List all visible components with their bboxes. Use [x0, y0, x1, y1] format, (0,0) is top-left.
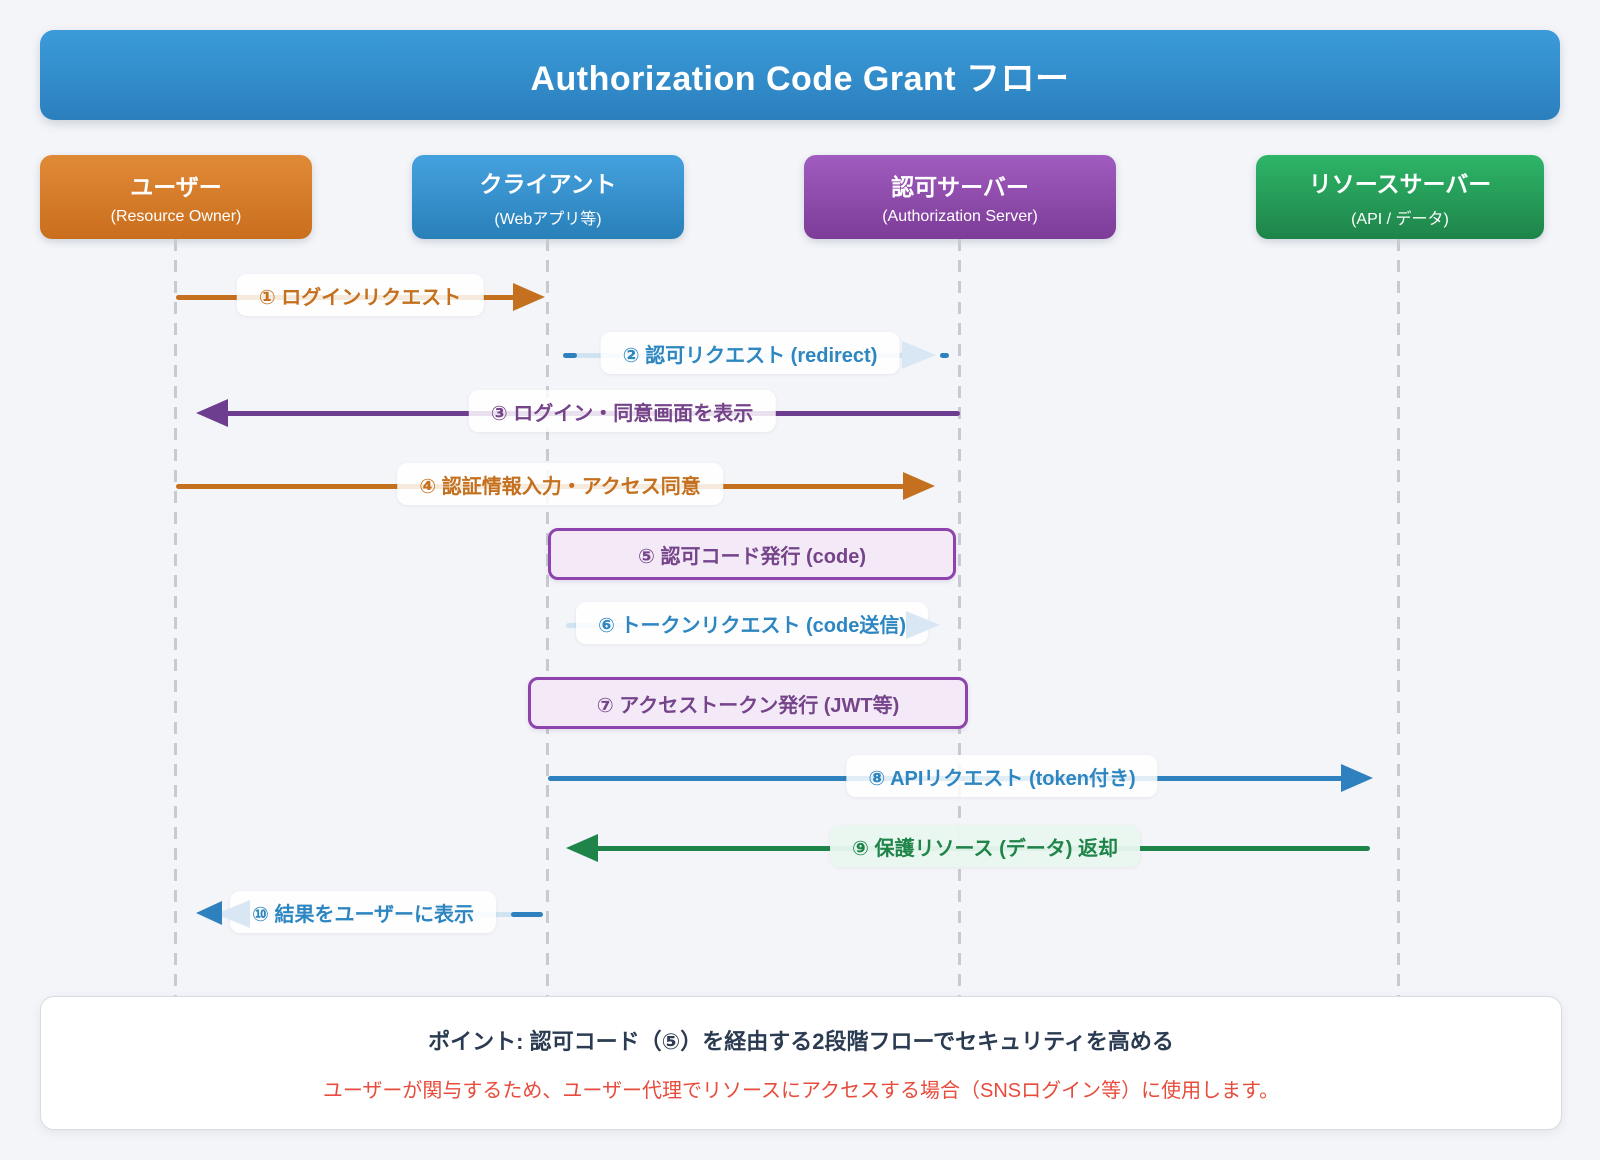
actor-client-name: クライアント	[479, 171, 617, 197]
diagram-title-bar: Authorization Code Grant フロー	[40, 30, 1560, 120]
lifeline-auth-server	[958, 239, 961, 996]
note-point-text: ポイント: 認可コード（⑤）を経由する2段階フローでセキュリティを高める	[428, 1028, 1174, 1054]
actor-resource-server-name: リソースサーバー	[1308, 171, 1492, 197]
message-4-arrowhead-icon	[903, 472, 935, 500]
message-9-label: ⑨ 保護リソース (データ) 返却	[830, 825, 1140, 867]
message-5-label: ⑤ 認可コード発行 (code)	[637, 545, 867, 568]
message-6-arrowhead-icon	[906, 611, 940, 639]
message-4-label: ④ 認証情報入力・アクセス同意	[397, 463, 723, 505]
message-1-arrowhead-icon	[513, 283, 545, 311]
actor-resource-server-subtitle: (API / データ)	[1351, 211, 1449, 228]
actor-auth-server-subtitle: (Authorization Server)	[882, 208, 1038, 225]
lifeline-resource-server	[1397, 239, 1400, 996]
message-3-label: ③ ログイン・同意画面を表示	[468, 390, 776, 432]
actor-client: クライアント (Webアプリ等)	[412, 155, 684, 239]
message-10-arrowhead-icon	[196, 901, 222, 925]
actor-auth-server: 認可サーバー (Authorization Server)	[804, 155, 1116, 239]
actor-user-subtitle: (Resource Owner)	[110, 208, 242, 225]
message-2-label: ② 認可リクエスト (redirect)	[600, 332, 900, 374]
message-8-arrowhead-icon	[1341, 764, 1373, 792]
message-3-arrowhead-icon	[196, 399, 228, 427]
message-2-end-dash	[940, 353, 949, 358]
actor-resource-server: リソースサーバー (API / データ)	[1256, 155, 1544, 239]
message-5-auth-code-box: ⑤ 認可コード発行 (code)	[548, 528, 956, 580]
actor-user: ユーザー (Resource Owner)	[40, 155, 312, 239]
message-9-arrowhead-icon	[566, 834, 598, 862]
message-7-access-token-box: ⑦ アクセストークン発行 (JWT等)	[528, 677, 968, 729]
actor-client-subtitle: (Webアプリ等)	[494, 211, 602, 228]
message-8-label: ⑧ APIリクエスト (token付き)	[846, 755, 1158, 797]
message-7-label: ⑦ アクセストークン発行 (JWT等)	[596, 694, 900, 717]
actor-auth-server-name: 認可サーバー	[891, 174, 1029, 200]
message-2-arrowhead-icon	[902, 341, 936, 369]
message-1-label: ① ログインリクエスト	[236, 274, 484, 316]
lifeline-client	[546, 239, 549, 996]
lifeline-user	[174, 239, 177, 996]
message-2-start-dash	[563, 353, 577, 358]
note-box: ポイント: 認可コード（⑤）を経由する2段階フローでセキュリティを高める ユーザ…	[40, 996, 1562, 1130]
actor-user-name: ユーザー	[130, 174, 222, 200]
note-detail-text: ユーザーが関与するため、ユーザー代理でリソースにアクセスする場合（SNSログイン…	[322, 1079, 1280, 1102]
page-title: Authorization Code Grant フロー	[530, 59, 1070, 98]
message-10-label: ⑩ 結果をユーザーに表示	[229, 891, 497, 933]
message-6-label: ⑥ トークンリクエスト (code送信)	[575, 602, 929, 644]
message-10-end-dash	[511, 912, 543, 917]
